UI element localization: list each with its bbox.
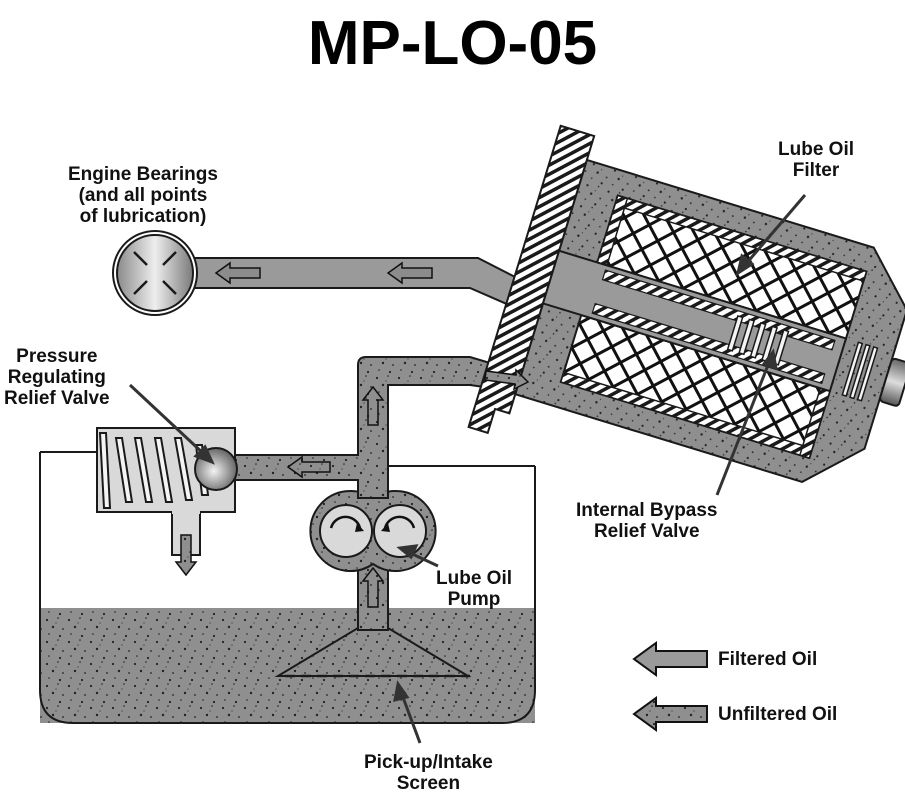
legend-unfiltered-label: Unfiltered Oil (718, 704, 838, 725)
leader-lines (128, 194, 807, 744)
label-pressure-regulating-relief-valve: Pressure Regulating Relief Valve (4, 346, 110, 409)
oil-reservoir (40, 608, 535, 723)
legend (632, 641, 708, 732)
oil-sump (39, 451, 536, 724)
rotation-cw-icon (329, 515, 362, 529)
arrow-filtered-left-1 (214, 261, 261, 285)
pump-gear-right (373, 504, 427, 558)
arrow-unfiltered-up-2 (361, 566, 385, 608)
arrow-unfiltered-left (286, 455, 331, 479)
label-lube-oil-filter: Lube Oil Filter (778, 139, 854, 181)
legend-unfiltered-arrow (632, 696, 708, 732)
arrow-unfiltered-into-filter (484, 368, 530, 391)
label-lube-oil-pump: Lube Oil Pump (436, 568, 512, 610)
arrow-unfiltered-down (174, 534, 198, 577)
pressure-regulating-relief-valve (96, 427, 238, 556)
diagram-title: MP-LO-05 (307, 9, 598, 78)
flow-arrows (174, 261, 530, 608)
end-spring (841, 341, 879, 402)
rotation-ccw-icon (383, 515, 416, 529)
arrow-unfiltered-up-1 (361, 385, 385, 426)
engine-bearing (112, 230, 198, 316)
lube-oil-filter (467, 124, 905, 484)
filter-mounting-head (467, 124, 596, 435)
legend-filtered-arrow (632, 641, 708, 677)
bypass-valve-spring (726, 314, 790, 366)
pump-gear-left (319, 504, 373, 558)
legend-filtered-label: Filtered Oil (718, 649, 818, 670)
label-engine-bearings: Engine Bearings (and all points of lubri… (68, 164, 218, 227)
label-internal-bypass-relief-valve: Internal Bypass Relief Valve (576, 500, 718, 542)
arrow-filtered-left-2 (386, 261, 433, 285)
filtered-oil-supply-pipe (184, 257, 526, 314)
lube-oil-pump (309, 490, 437, 572)
label-intake-screen: Pick-up/Intake Screen (364, 752, 493, 794)
